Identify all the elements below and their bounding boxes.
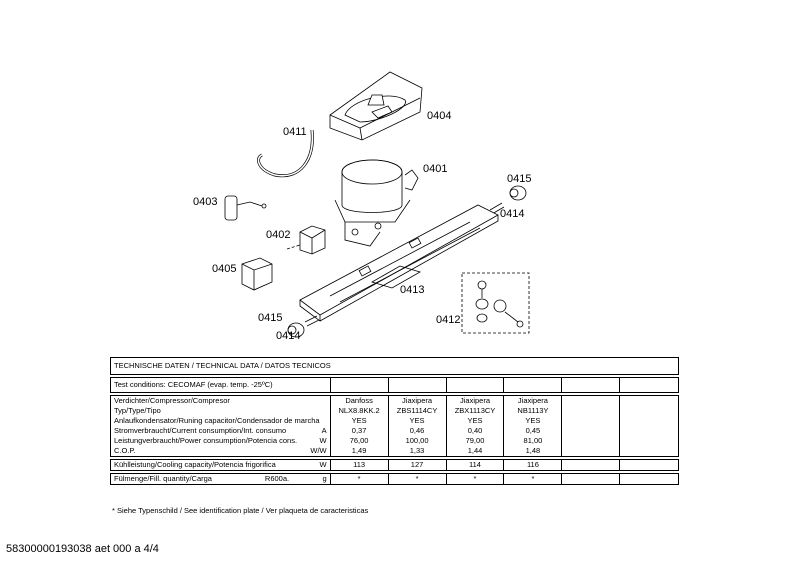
unit-power: W xyxy=(319,436,327,445)
compressor-labels: Verdichter/Compressor/Compresor Typ/Type… xyxy=(110,395,331,457)
test-conditions: Test conditions: CECOMAF (evap. temp. -2… xyxy=(110,377,331,393)
fill-gas: R600a. xyxy=(264,474,290,483)
part-label-0413: 0413 xyxy=(400,284,425,296)
compressor-part xyxy=(334,159,419,247)
part-label-0412: 0412 xyxy=(436,314,461,326)
table-title: TECHNISCHE DATEN / TECHNICAL DATA / DATO… xyxy=(110,357,679,375)
grommet-part-bottom xyxy=(287,315,320,338)
base-plate-part xyxy=(299,204,499,322)
compressor-data-row: Verdichter/Compressor/Compresor Typ/Type… xyxy=(110,395,679,457)
technical-data-table: TECHNISCHE DATEN / TECHNICAL DATA / DATO… xyxy=(110,357,679,485)
part-label-0414-top: 0414 xyxy=(500,208,525,220)
part-label-0405: 0405 xyxy=(212,263,237,275)
part-label-0402: 0402 xyxy=(266,229,291,241)
mounting-kit-part xyxy=(461,272,530,334)
label-capacitor: Anlaufkondensator/Runing capacitor/Conde… xyxy=(114,416,320,425)
cooling-value-2: 127 xyxy=(387,459,447,471)
part-label-0401: 0401 xyxy=(423,163,448,175)
fill-value-3: * xyxy=(445,473,505,485)
cooling-value-1: 113 xyxy=(329,459,389,471)
label-fill: Fülmenge/Fill. quantity/Carga xyxy=(114,474,212,483)
exploded-parts-diagram xyxy=(224,71,530,338)
fill-value-4: * xyxy=(503,473,563,485)
label-cooling: Kühlleistung/Cooling capacity/Potencia f… xyxy=(114,460,276,469)
fill-value-2: * xyxy=(387,473,447,485)
identification-plate-note: * Siehe Typenschild / See identification… xyxy=(112,506,369,515)
cooling-capacity-row: Kühlleistung/Cooling capacity/Potencia f… xyxy=(110,459,679,471)
compressor-cover-part xyxy=(329,71,423,141)
label-current: Stromverbraucht/Current consumption/Int.… xyxy=(114,426,287,435)
relay-part xyxy=(286,225,326,255)
unit-fill: g xyxy=(322,474,327,483)
protector-part xyxy=(241,257,273,291)
unit-cooling: W xyxy=(319,460,327,469)
label-power: Leistungverbraucht/Power consumption/Pot… xyxy=(114,436,298,445)
part-label-0411: 0411 xyxy=(283,126,307,138)
part-label-0404: 0404 xyxy=(427,110,452,122)
label-compressor: Verdichter/Compressor/Compresor xyxy=(114,396,230,405)
document-footer: 58300000193038 aet 000 a 4/4 xyxy=(6,543,159,555)
test-conditions-row: Test conditions: CECOMAF (evap. temp. -2… xyxy=(110,377,679,393)
unit-current: A xyxy=(321,426,327,435)
label-cop: C.O.P. xyxy=(114,446,136,455)
capacitor-part xyxy=(224,195,267,221)
cooling-value-4: 116 xyxy=(503,459,563,471)
part-label-0415-bottom: 0415 xyxy=(258,312,283,324)
part-label-0415-top: 0415 xyxy=(507,173,532,185)
cooling-value-3: 114 xyxy=(445,459,505,471)
grommet-part-top xyxy=(489,185,527,215)
part-label-0414-bottom: 0414 xyxy=(276,330,301,342)
table-title-row: TECHNISCHE DATEN / TECHNICAL DATA / DATO… xyxy=(110,357,679,375)
fill-value-1: * xyxy=(329,473,389,485)
unit-cop: W/W xyxy=(310,446,327,455)
part-label-0403: 0403 xyxy=(193,196,218,208)
label-type: Typ/Type/Tipo xyxy=(114,406,161,415)
